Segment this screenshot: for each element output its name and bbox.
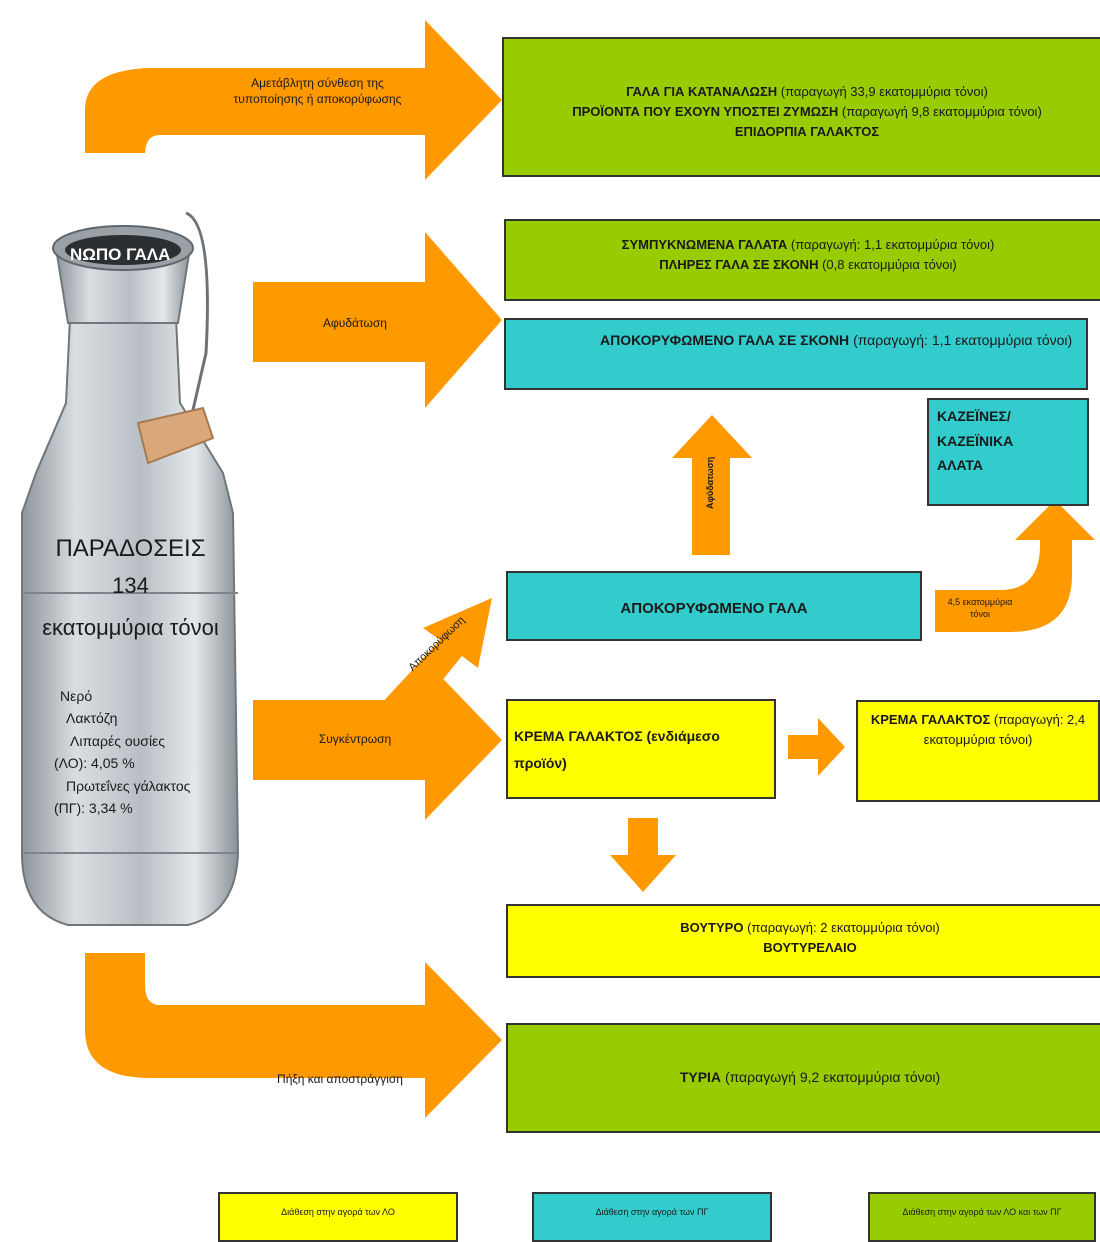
condensed-line2-normal: (0,8 εκατομμύρια τόνοι)	[822, 257, 957, 273]
component-protein-value: (ΠΓ): 3,34 %	[54, 799, 133, 816]
skimmed-powder-normal: (παραγωγή: 1,1 εκατομμύρια τόνοι)	[853, 332, 1073, 348]
butter-line1-normal: (παραγωγή: 2 εκατομμύρια τόνοι)	[747, 920, 940, 935]
arrow-standardisation	[85, 20, 502, 180]
arrow-concentration	[250, 660, 502, 820]
label-caseins-qty: 4,5 εκατομμύρια τόνοι	[935, 597, 1025, 620]
label-coagulation: Πήξη και αποστράγγιση	[277, 1072, 403, 1086]
condensed-line1: ΣΥΜΠΥΚΝΩΜΕΝΑ ΓΑΛΑΤΑ (παραγωγή: 1,1 εκατο…	[506, 235, 1100, 255]
deliveries-label: ΠΑΡΑΔΟΣΕΙΣ	[55, 535, 206, 562]
legend-protein: Διάθεση στην αγορά των ΠΓ	[532, 1192, 772, 1242]
condensed-line1-bold: ΣΥΜΠΥΚΝΩΜΕΝΑ ΓΑΛΑΤΑ	[621, 237, 788, 252]
condensed-line2-bold: ΠΛΗΡΕΣ ΓΑΛΑ ΣΕ ΣΚΟΝΗ	[659, 257, 819, 273]
label-standardisation-line2: τυποποίησης ή αποκορύφωσης	[233, 91, 402, 106]
box-consumption-milk: ΓΑΛΑ ΓΙΑ ΚΑΤΑΝΑΛΩΣΗ (παραγωγή 33,9 εκατο…	[502, 37, 1100, 177]
caseins-line3: ΑΛΑΤΑ	[937, 457, 984, 473]
label-dehydration: Αφυδάτωση	[323, 316, 387, 330]
components-list: Νερό Λακτόζη Λιπαρές ουσίες (ΛΟ): 4,05 %…	[54, 685, 244, 819]
label-standardisation: Αμετάβλητη σύνθεση της τυποποίησης ή απο…	[210, 76, 425, 107]
consumption-line1-normal: (παραγωγή 33,9 εκατομμύρια τόνοι)	[780, 84, 988, 99]
can-title: ΝΩΠΟ ΓΑΛΑ	[70, 245, 171, 264]
consumption-line2-normal: (παραγωγή 9,8 εκατομμύρια τόνοι)	[841, 104, 1042, 120]
caseins-line2: ΚΑΖΕΪΝΙΚΑ	[937, 432, 1014, 449]
legend-protein-label: Διάθεση στην αγορά των ΠΓ	[595, 1207, 709, 1217]
consumption-line3: ΕΠΙΔΟΡΠΙΑ ΓΑΛΑΚΤΟΣ	[504, 122, 1100, 142]
label-concentration: Συγκέντρωση	[318, 732, 392, 746]
cream-intermediate-label: ΚΡΕΜΑ ΓΑΛΑΚΤΟΣ (ενδιάμεσο προϊόν)	[514, 728, 720, 771]
deliveries-value: 134	[112, 573, 149, 598]
consumption-line1: ΓΑΛΑ ΓΙΑ ΚΑΤΑΝΑΛΩΣΗ (παραγωγή 33,9 εκατο…	[504, 82, 1100, 102]
deliveries-unit: εκατομμύρια τόνοι	[42, 615, 219, 640]
box-cheese: ΤΥΡΙΑ (παραγωγή 9,2 εκατομμύρια τόνοι)	[506, 1023, 1100, 1133]
label-caseins-qty-line1: 4,5 εκατομμύρια	[947, 597, 1013, 607]
caseins-line1: ΚΑΖΕΪΝΕΣ/	[937, 408, 1011, 424]
component-lactose: Λακτόζη	[66, 710, 118, 727]
component-protein: Πρωτεΐνες γάλακτος	[66, 777, 191, 794]
cream-product-normal: (παραγωγή: 2,4 εκατομμύρια τόνοι)	[923, 712, 1086, 748]
component-fat-value: (ΛΟ): 4,05 %	[54, 755, 135, 772]
box-caseins: ΚΑΖΕΪΝΕΣ/ ΚΑΖΕΪΝΙΚΑ ΑΛΑΤΑ	[927, 398, 1089, 506]
arrow-skimming	[380, 598, 492, 720]
box-skimmed-powder: ΑΠΟΚΟΡΥΦΩΜΕΝΟ ΓΑΛΑ ΣΕ ΣΚΟΝΗ (παραγωγή: 1…	[504, 318, 1088, 390]
arrow-coagulation	[85, 950, 502, 1118]
legend-fat-label: Διάθεση στην αγορά των ΛΟ	[281, 1207, 395, 1217]
butter-line1-bold: ΒΟΥΤΥΡΟ	[680, 920, 744, 935]
condensed-line1-normal: (παραγωγή: 1,1 εκατομμύρια τόνοι)	[790, 237, 995, 252]
skimmed-powder-bold: ΑΠΟΚΟΡΥΦΩΜΕΝΟ ΓΑΛΑ ΣΕ ΣΚΟΝΗ	[600, 332, 850, 348]
butter-line2-bold: ΒΟΥΤΥΡΕΛΑΙΟ	[763, 940, 857, 956]
milk-can-panel: ΝΩΠΟ ΓΑΛΑ ΠΑΡΑΔΟΣΕΙΣ 134 εκατομμύρια τόν…	[8, 153, 253, 953]
arrow-dehydration	[250, 232, 502, 408]
milk-can-icon	[21, 211, 240, 926]
condensed-line2: ΠΛΗΡΕΣ ΓΑΛΑ ΣΕ ΣΚΟΝΗ (0,8 εκατομμύρια τό…	[506, 255, 1100, 275]
legend-fat: Διάθεση στην αγορά των ΛΟ	[218, 1192, 458, 1242]
butter-line2: ΒΟΥΤΥΡΕΛΑΙΟ	[508, 938, 1100, 958]
box-condensed-milk: ΣΥΜΠΥΚΝΩΜΕΝΑ ΓΑΛΑΤΑ (παραγωγή: 1,1 εκατο…	[504, 219, 1100, 301]
cream-product-bold: ΚΡΕΜΑ ΓΑΛΑΚΤΟΣ	[870, 712, 991, 727]
legend-fat-protein-label: Διάθεση στην αγορά των ΛΟ και των ΠΓ	[902, 1207, 1062, 1217]
consumption-line3-bold: ΕΠΙΔΟΡΠΙΑ ΓΑΛΑΚΤΟΣ	[734, 124, 880, 140]
consumption-line2-bold: ΠΡΟΪΟΝΤΑ ΠΟΥ ΕΧΟΥΝ ΥΠΟΣΤΕΙ ΖΥΜΩΣΗ	[572, 104, 839, 120]
label-drying: Αφύδατωση	[705, 456, 716, 509]
arrow-caseins	[935, 500, 1095, 632]
label-standardisation-line1: Αμετάβλητη σύνθεση της	[251, 76, 384, 90]
legend-fat-protein: Διάθεση στην αγορά των ΛΟ και των ΠΓ	[868, 1192, 1096, 1242]
cheese-bold: ΤΥΡΙΑ	[679, 1069, 722, 1085]
arrow-cream-product	[788, 718, 845, 776]
consumption-line2: ΠΡΟΪΟΝΤΑ ΠΟΥ ΕΧΟΥΝ ΥΠΟΣΤΕΙ ΖΥΜΩΣΗ (παραγ…	[504, 102, 1100, 122]
box-cream-product: ΚΡΕΜΑ ΓΑΛΑΚΤΟΣ (παραγωγή: 2,4 εκατομμύρι…	[856, 700, 1100, 802]
consumption-line1-bold: ΓΑΛΑ ΓΙΑ ΚΑΤΑΝΑΛΩΣΗ	[626, 84, 778, 99]
skimmed-milk-label: ΑΠΟΚΟΡΥΦΩΜΕΝΟ ΓΑΛΑ	[620, 600, 808, 617]
component-fat: Λιπαρές ουσίες	[70, 732, 166, 749]
box-butter: ΒΟΥΤΥΡΟ (παραγωγή: 2 εκατομμύρια τόνοι) …	[506, 904, 1100, 978]
cheese-normal: (παραγωγή 9,2 εκατομμύρια τόνοι)	[724, 1069, 941, 1085]
arrow-drying	[672, 415, 752, 555]
box-cream-intermediate: ΚΡΕΜΑ ΓΑΛΑΚΤΟΣ (ενδιάμεσο προϊόν)	[506, 699, 776, 799]
arrow-butter	[610, 818, 676, 892]
label-caseins-qty-line2: τόνοι	[969, 608, 991, 619]
butter-line1: ΒΟΥΤΥΡΟ (παραγωγή: 2 εκατομμύρια τόνοι)	[508, 918, 1100, 938]
box-skimmed-milk: ΑΠΟΚΟΡΥΦΩΜΕΝΟ ΓΑΛΑ	[506, 571, 922, 641]
component-water: Νερό	[60, 688, 93, 704]
